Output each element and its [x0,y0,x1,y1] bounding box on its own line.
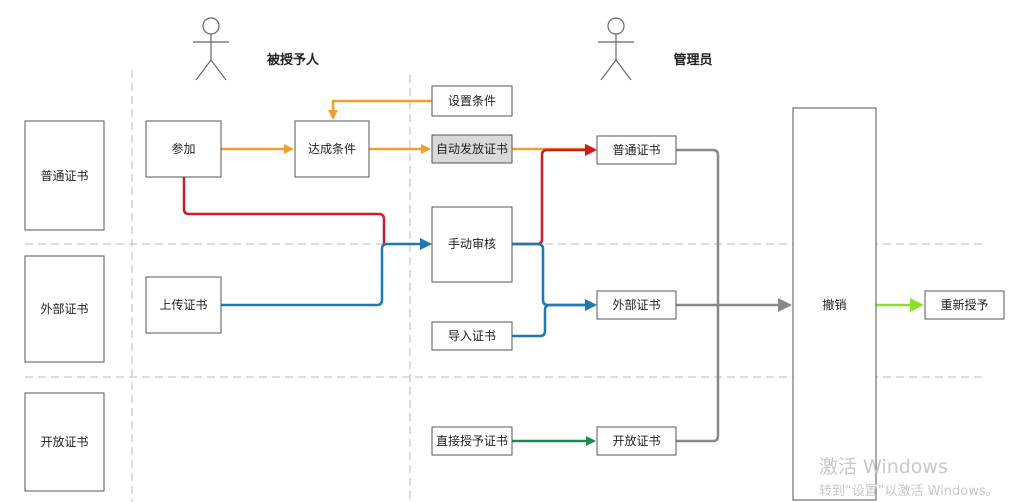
edge-review-to-external [512,242,597,311]
node-direct-grant-label: 直接授予证书 [436,433,508,448]
node-import-cert-label: 导入证书 [448,329,496,343]
edge-set-to-meet [328,99,432,120]
node-set-conditions-label: 设置条件 [448,94,496,108]
lane-external-label: 外部证书 [40,301,88,316]
node-regrant-label: 重新授予 [940,297,988,312]
edge-upload-to-review [221,238,432,307]
node-revoke: 撤销 [792,107,877,501]
edge-normal-to-revoke [676,148,720,305]
grantee-actor-label: 被授予人 [266,52,320,68]
node-set-conditions: 设置条件 [431,85,513,117]
node-regrant: 重新授予 [924,290,1005,320]
lane-normal-label: 普通证书 [40,169,88,183]
lane-open: 开放证书 [24,392,105,492]
node-auto-issue: 自动发放证书 [431,134,513,164]
node-out-normal-label: 普通证书 [612,143,660,157]
node-manual-review: 手动审核 [431,206,513,283]
node-upload-cert: 上传证书 [145,276,222,334]
edge-review-to-normal [512,144,597,246]
edge-open-to-revoke [676,305,720,443]
node-revoke-label: 撤销 [822,297,846,312]
lane-external: 外部证书 [24,255,105,363]
node-out-open: 开放证书 [596,426,677,456]
lane-normal: 普通证书 [24,120,105,231]
node-manual-review-label: 手动审核 [448,236,496,251]
node-direct-grant: 直接授予证书 [431,426,513,456]
admin-actor-label: 管理员 [673,52,712,68]
watermark-subtitle: 转到“设置”以激活 Windows。 [819,484,999,499]
node-meet-conditions: 达成条件 [294,120,370,178]
lane-open-label: 开放证书 [40,434,88,449]
node-auto-issue-label: 自动发放证书 [436,141,508,156]
watermark-title: 激活 Windows [819,456,948,478]
edge-join-to-review [182,177,386,244]
node-out-open-label: 开放证书 [612,433,660,448]
node-import-cert: 导入证书 [431,321,513,351]
grantee-actor-icon [193,17,229,81]
node-join: 参加 [145,120,222,178]
node-out-external: 外部证书 [596,290,677,320]
node-out-external-label: 外部证书 [612,297,660,312]
edge-import-to-external [512,303,595,338]
node-join-label: 参加 [171,141,195,156]
admin-actor-icon [598,17,634,81]
node-meet-conditions-label: 达成条件 [308,142,356,156]
node-out-normal: 普通证书 [596,135,677,165]
node-upload-cert-label: 上传证书 [159,297,207,312]
